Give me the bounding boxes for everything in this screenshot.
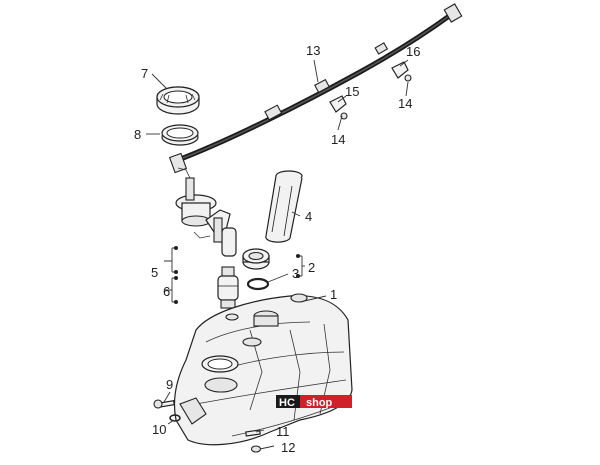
callout-8: 8 — [134, 127, 141, 142]
fuel-filter-6 — [217, 266, 239, 309]
callout-numbers: 1 2 3 4 5 6 7 8 9 10 11 12 13 14 14 15 1… — [134, 43, 420, 455]
fuel-cap-2 — [242, 248, 270, 270]
ring-nut-7 — [156, 86, 200, 115]
washer-10 — [169, 414, 181, 422]
callout-2: 2 — [308, 260, 315, 275]
hose-clamp-15 — [329, 95, 348, 120]
callout-14-a: 14 — [331, 132, 345, 147]
level-sender-4 — [265, 170, 303, 243]
gasket-8 — [161, 124, 199, 146]
group-brackets — [164, 246, 303, 304]
callout-14-b: 14 — [398, 96, 412, 111]
fuel-hose — [168, 3, 463, 174]
callout-3: 3 — [292, 266, 299, 281]
callout-15: 15 — [345, 84, 359, 99]
bolt-9 — [153, 399, 175, 409]
watermark-right-text: shop — [306, 397, 333, 409]
callout-12: 12 — [281, 440, 295, 455]
callout-6: 6 — [163, 284, 170, 299]
fuel-pump-assembly — [175, 167, 237, 257]
watermark-left-text: HC — [279, 397, 295, 409]
nut-12 — [250, 445, 262, 453]
callout-16: 16 — [406, 44, 420, 59]
callout-9: 9 — [166, 377, 173, 392]
gasket-3 — [246, 277, 270, 291]
callout-4: 4 — [305, 209, 312, 224]
callout-11: 11 — [276, 424, 290, 439]
callout-5: 5 — [151, 265, 158, 280]
callout-1: 1 — [330, 287, 337, 302]
callout-13: 13 — [306, 43, 320, 58]
leader-lines — [146, 59, 409, 450]
hose-clamp-16 — [391, 61, 412, 82]
fuel-tank-1 — [173, 293, 353, 446]
watermark-left-bg — [276, 395, 300, 408]
watermark-right-bg — [300, 395, 352, 408]
callout-7: 7 — [141, 66, 148, 81]
hc-shop-watermark: HC shop — [276, 395, 352, 409]
callout-10: 10 — [152, 422, 166, 437]
